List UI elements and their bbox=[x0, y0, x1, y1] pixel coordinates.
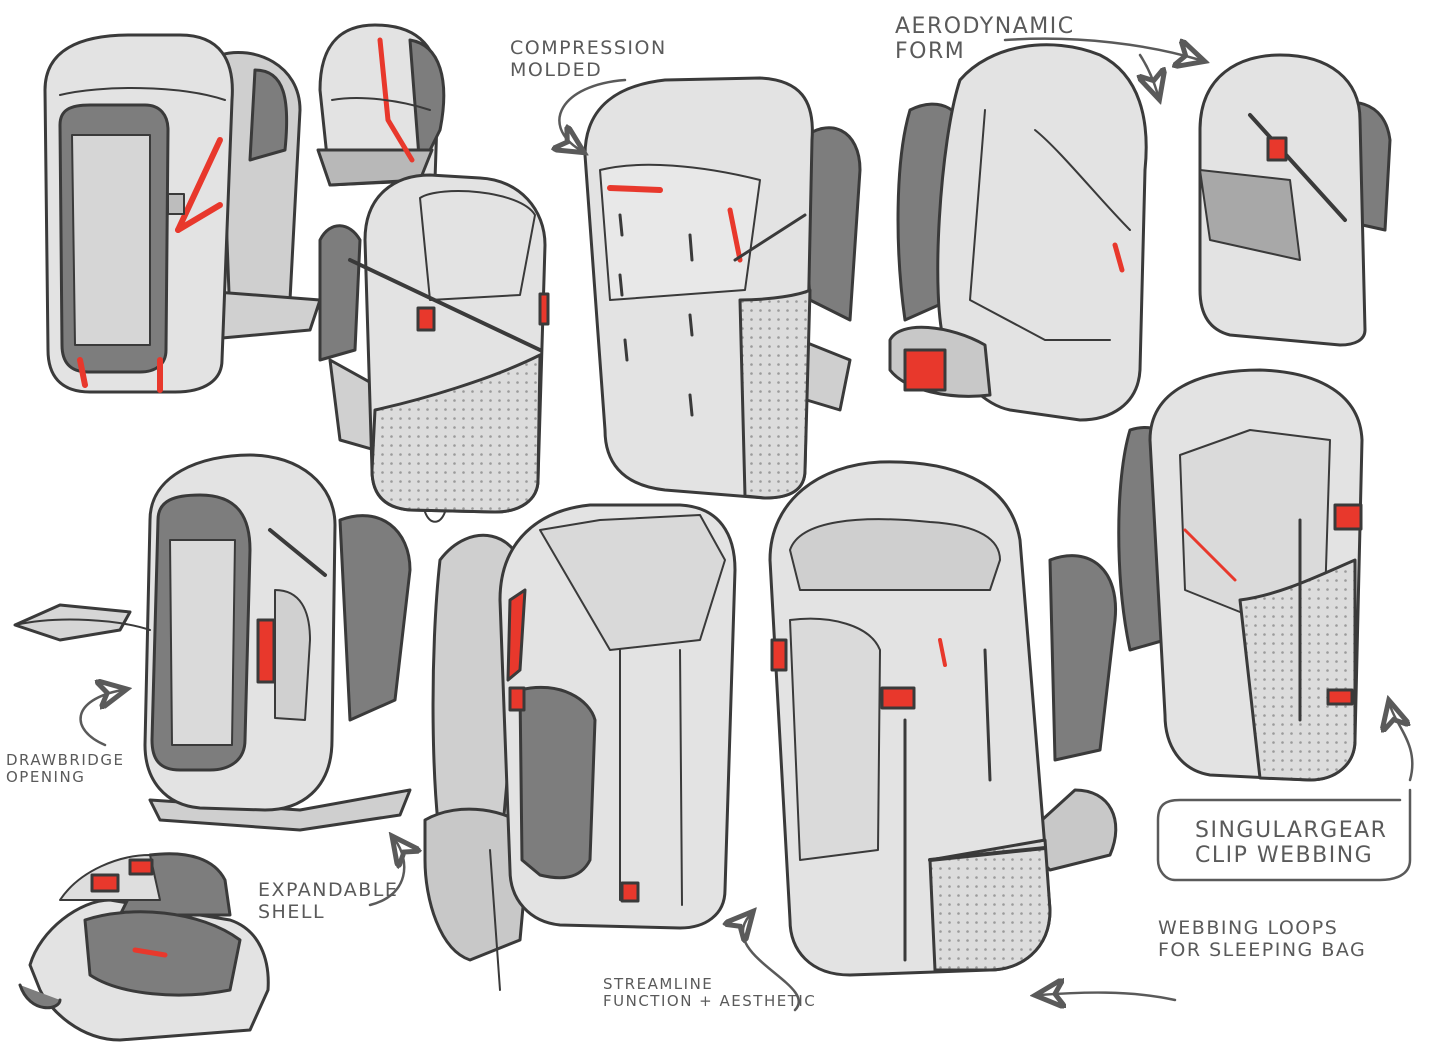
annotation-singulargear-line1: SINGULARGEAR bbox=[1195, 818, 1388, 843]
arrow-expandable-icon bbox=[368, 840, 404, 907]
arrow-streamline-icon bbox=[743, 915, 800, 1012]
annotation-compression-line1: COMPRESSION bbox=[510, 37, 667, 59]
annotation-webbing-line2: FOR SLEEPING BAG bbox=[1158, 938, 1367, 961]
backpack-sketch-9 bbox=[423, 503, 737, 991]
annotation-drawbridge-line2: OPENING bbox=[6, 768, 86, 787]
backpack-sketch-6 bbox=[1198, 53, 1392, 347]
backpack-sketch-8 bbox=[18, 852, 270, 1042]
annotation-compression-molded: COMPRESSION MOLDED bbox=[510, 37, 667, 82]
annotation-expandable-shell: EXPANDABLE SHELL bbox=[258, 879, 399, 924]
annotation-streamline-line2: FUNCTION + AESTHETIC bbox=[603, 992, 817, 1011]
arrow-aerodynamic-icon bbox=[1003, 37, 1200, 60]
backpack-sketch-5 bbox=[888, 43, 1148, 422]
annotation-streamline-line1: STREAMLINE bbox=[603, 975, 714, 993]
annotation-singulargear-clip-webbing: SINGULARGEAR CLIP WEBBING bbox=[1195, 818, 1387, 869]
backpack-sketch-11 bbox=[1117, 368, 1364, 782]
annotation-streamline: STREAMLINE FUNCTION + AESTHETIC bbox=[603, 975, 817, 1011]
annotation-expandable-line2: SHELL bbox=[258, 900, 326, 923]
arrow-singulargear-frame-icon bbox=[1156, 788, 1412, 882]
annotation-compression-line2: MOLDED bbox=[510, 58, 603, 81]
backpack-sketch-3 bbox=[318, 173, 550, 523]
annotation-webbing-loops: WEBBING LOOPS FOR SLEEPING BAG bbox=[1158, 917, 1367, 962]
annotation-aerodynamic-line2: FORM bbox=[895, 39, 966, 65]
annotation-drawbridge-opening: DRAWBRIDGE OPENING bbox=[6, 751, 125, 787]
annotation-aerodynamic-line1: AERODYNAMIC bbox=[895, 14, 1075, 39]
annotation-aerodynamic-form: AERODYNAMIC FORM bbox=[895, 14, 1075, 65]
annotation-drawbridge-line1: DRAWBRIDGE bbox=[6, 751, 125, 769]
arrow-drawbridge-icon bbox=[79, 690, 122, 747]
annotation-expandable-line1: EXPANDABLE bbox=[258, 879, 399, 901]
backpack-sketch-4 bbox=[583, 76, 862, 500]
annotation-webbing-line1: WEBBING LOOPS bbox=[1158, 917, 1339, 939]
arrow-compression-icon bbox=[559, 78, 627, 150]
arrow-singulargear-icon bbox=[1390, 705, 1414, 782]
backpack-sketch-10 bbox=[768, 460, 1118, 977]
arrow-webbing-icon bbox=[1040, 993, 1177, 1000]
arrow-aerodynamic-2-icon bbox=[1140, 53, 1158, 95]
backpack-sketch-7 bbox=[13, 453, 412, 832]
backpack-sketch-1 bbox=[43, 33, 322, 394]
backpack-sketch-2 bbox=[316, 23, 446, 187]
annotation-singulargear-line2: CLIP WEBBING bbox=[1195, 843, 1374, 869]
